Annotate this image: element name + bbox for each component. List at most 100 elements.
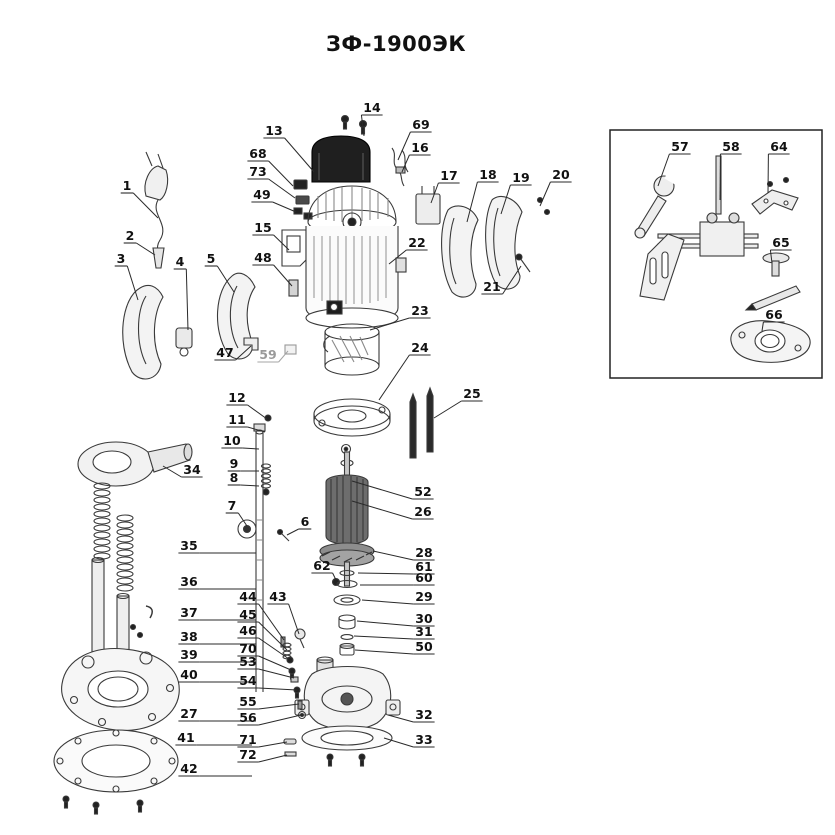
part-label-20: 20: [552, 167, 570, 182]
leader-line-16: [401, 154, 410, 173]
part-label-3: 3: [117, 251, 126, 266]
part-label-14: 14: [363, 100, 381, 115]
part-label-23: 23: [411, 303, 428, 318]
dust-ring-drawing: [77, 441, 193, 487]
part-label-1: 1: [123, 178, 132, 193]
power-plug-drawing: [144, 151, 169, 269]
pins-drawing: [409, 386, 434, 459]
shaft-stack-drawing: [331, 569, 361, 656]
leader-line-56: [258, 714, 302, 726]
leader-line-6: [286, 528, 299, 536]
part-label-21: 21: [483, 279, 500, 294]
part-label-49: 49: [253, 187, 270, 202]
leader-line-62: [332, 572, 337, 581]
part-label-11: 11: [228, 412, 245, 427]
part-label-6: 6: [301, 514, 310, 529]
leader-line-66: [761, 321, 764, 332]
armature-drawing: [319, 451, 375, 587]
part-label-59: 59: [259, 347, 276, 362]
base-ring-drawing: [301, 725, 393, 767]
part-label-25: 25: [463, 386, 480, 401]
part-label-19: 19: [512, 170, 529, 185]
leader-line-50: [354, 649, 414, 655]
leader-line-72: [258, 754, 288, 763]
brush-cap-drawing: [311, 114, 371, 183]
part-label-5: 5: [207, 251, 216, 266]
part-label-33: 33: [415, 732, 432, 747]
leader-line-55: [258, 703, 300, 710]
leader-line-71: [258, 741, 288, 748]
leader-line-34: [162, 465, 182, 478]
part-label-72: 72: [239, 747, 256, 762]
accessory-box-drawing: [609, 129, 823, 379]
part-label-31: 31: [415, 624, 432, 639]
leader-line-5: [216, 265, 235, 293]
part-label-64: 64: [770, 139, 788, 154]
leader-line-1: [132, 192, 159, 219]
bearing-flange-drawing: [313, 398, 391, 437]
part-label-7: 7: [228, 498, 237, 513]
part-label-13: 13: [265, 123, 282, 138]
leader-line-61: [357, 572, 414, 575]
part-label-12: 12: [228, 390, 245, 405]
leader-line-46: [258, 637, 290, 660]
part-label-24: 24: [411, 340, 429, 355]
stator-drawing: [323, 323, 380, 376]
part-label-26: 26: [414, 504, 432, 519]
leader-line-20: [539, 181, 551, 207]
part-label-36: 36: [180, 574, 198, 589]
leader-line-14: [360, 114, 365, 137]
aux-handle-drawing: [217, 272, 297, 360]
part-label-47: 47: [216, 345, 233, 360]
leader-line-11: [247, 426, 266, 433]
leader-line-69: [397, 131, 411, 161]
part-label-48: 48: [254, 250, 271, 265]
part-label-71: 71: [239, 732, 256, 747]
part-label-15: 15: [254, 220, 271, 235]
leader-line-57: [657, 153, 670, 187]
part-label-70: 70: [239, 641, 257, 656]
part-label-4: 4: [176, 254, 185, 269]
leader-line-10: [242, 447, 260, 450]
part-label-58: 58: [722, 139, 739, 154]
part-label-18: 18: [479, 167, 496, 182]
sub-base-drawing: [53, 729, 179, 815]
left-handle-drawing: [122, 284, 193, 380]
leader-line-23: [369, 317, 410, 331]
part-label-22: 22: [408, 235, 425, 250]
part-label-56: 56: [239, 710, 257, 725]
part-label-35: 35: [180, 538, 197, 553]
part-label-40: 40: [180, 667, 198, 682]
part-label-32: 32: [415, 707, 432, 722]
part-label-50: 50: [415, 639, 433, 654]
part-label-60: 60: [415, 570, 433, 585]
part-label-10: 10: [223, 433, 241, 448]
leader-line-30: [356, 620, 414, 627]
part-label-61: 61: [415, 559, 432, 574]
leader-line-8: [240, 484, 260, 487]
leader-line-26: [351, 500, 413, 520]
part-label-65: 65: [772, 235, 789, 250]
leader-lines: [114, 114, 792, 777]
diagram-title: ЗФ-1900ЭК: [326, 32, 466, 56]
part-label-30: 30: [415, 611, 433, 626]
exploded-view-art: [53, 114, 823, 815]
leader-line-47: [235, 345, 252, 361]
part-label-55: 55: [239, 694, 256, 709]
leader-line-43: [288, 603, 300, 635]
leader-line-7: [237, 512, 248, 527]
motor-housing-drawing: [305, 226, 407, 329]
part-label-53: 53: [239, 654, 256, 669]
leader-line-73: [268, 178, 296, 199]
part-label-43: 43: [269, 589, 286, 604]
part-label-2: 2: [126, 228, 135, 243]
part-label-54: 54: [239, 673, 257, 688]
right-handles-drawing: [441, 195, 551, 298]
part-label-66: 66: [765, 307, 783, 322]
leader-line-3: [126, 265, 139, 301]
part-label-62: 62: [313, 558, 330, 573]
leader-line-68: [268, 160, 294, 187]
leader-line-52: [351, 480, 413, 500]
